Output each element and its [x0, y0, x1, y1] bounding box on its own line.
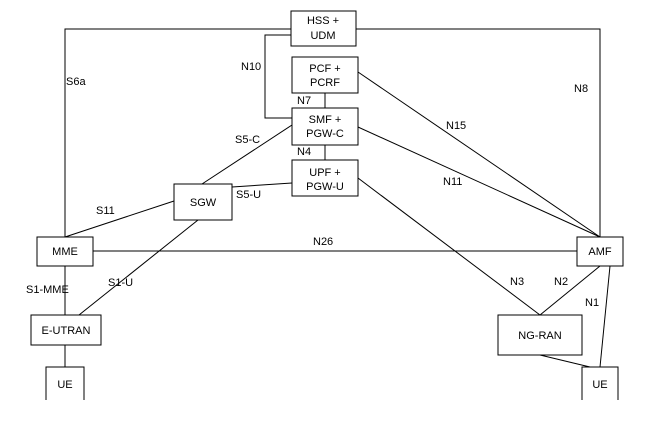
sgw-label: SGW	[190, 197, 217, 209]
ue-right-label: UE	[592, 379, 607, 391]
interface-label-n10: N10	[241, 61, 261, 73]
connections	[64, 28, 611, 368]
node-eutran: E-UTRAN	[30, 314, 102, 346]
ue-left-label: UE	[57, 379, 72, 391]
interface-label-s1u: S1-U	[108, 277, 133, 289]
interface-label-n2: N2	[554, 276, 568, 288]
interface-label-n1: N1	[585, 297, 599, 309]
node-pcf-pcrf: PCF + PCRF	[291, 56, 359, 94]
pcf-pcrf-label-line2: PCRF	[310, 77, 340, 89]
n10-connection	[264, 34, 292, 119]
interface-label-n8: N8	[574, 83, 588, 95]
s5c-connection	[201, 124, 293, 185]
node-hss-udm: HSS + UDM	[290, 10, 357, 47]
interface-label-n11: N11	[443, 176, 462, 188]
interface-label-n3: N3	[510, 276, 524, 288]
n2-connection	[539, 265, 601, 316]
s6a-connection	[64, 28, 291, 237]
amf-label: AMF	[588, 246, 612, 258]
n3-connection	[357, 177, 541, 316]
interface-label-n4: N4	[297, 146, 311, 158]
interface-label-n15: N15	[446, 120, 466, 132]
smf-pgwc-label-line2: PGW-C	[306, 128, 344, 140]
interface-labels: N10 S6a N8 N7 N15 S5-C N4 N11 S5-U S11 N…	[26, 61, 599, 309]
n8-connection	[356, 28, 601, 237]
upf-pgwu-label-line2: PGW-U	[306, 181, 344, 193]
n1-connection	[599, 265, 611, 368]
interface-label-s1mme: S1-MME	[26, 284, 69, 296]
hss-udm-label-line2: UDM	[310, 30, 335, 42]
interface-label-s5u: S5-U	[236, 189, 261, 201]
node-sgw: SGW	[173, 183, 233, 221]
smf-pgwc-label-line1: SMF +	[309, 114, 342, 126]
interface-label-s5c: S5-C	[235, 134, 260, 146]
n15-connection	[357, 71, 601, 238]
ngran-ue-connection	[539, 354, 591, 368]
pcf-pcrf-label-line1: PCF +	[309, 63, 340, 75]
s1u-connection	[78, 219, 199, 316]
n11-connection	[357, 126, 601, 238]
interface-label-s6a: S6a	[66, 76, 86, 88]
hss-udm-label-line1: HSS +	[307, 15, 339, 27]
node-amf: AMF	[576, 236, 624, 267]
node-ue-right: UE	[581, 366, 619, 400]
eutran-label: E-UTRAN	[42, 325, 91, 337]
ngran-label: NG-RAN	[518, 330, 561, 342]
interface-label-s11: S11	[96, 205, 115, 217]
mme-label: MME	[52, 246, 78, 258]
interface-label-n26: N26	[313, 236, 333, 248]
node-upf-pgwu: UPF + PGW-U	[291, 159, 359, 197]
node-smf-pgwc: SMF + PGW-C	[291, 107, 359, 146]
s5u-connection	[231, 182, 293, 188]
node-ngran: NG-RAN	[497, 314, 583, 356]
upf-pgwu-label-line1: UPF +	[309, 167, 340, 179]
s11-connection	[64, 200, 175, 238]
node-mme: MME	[36, 236, 94, 267]
interface-label-n7: N7	[297, 95, 311, 107]
node-ue-left: UE	[45, 366, 85, 400]
